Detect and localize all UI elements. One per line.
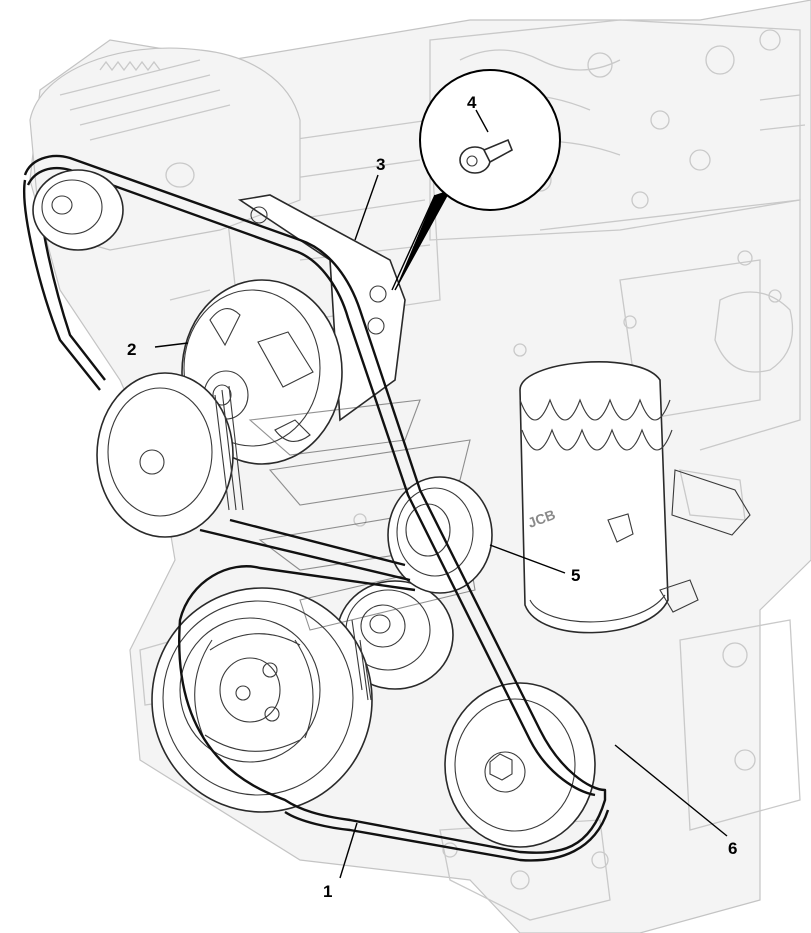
idler-pulley-top bbox=[32, 169, 124, 251]
leader-3 bbox=[354, 174, 379, 241]
leader-1 bbox=[339, 822, 358, 879]
callout-1: 1 bbox=[323, 882, 332, 901]
leader-4 bbox=[475, 109, 489, 133]
leader-6 bbox=[614, 744, 728, 837]
callout-5: 5 bbox=[571, 566, 580, 585]
tensioner-pulley bbox=[387, 476, 493, 594]
detail-inset bbox=[391, 69, 561, 291]
bolt-icon bbox=[459, 138, 514, 174]
water-pump-pulley bbox=[96, 372, 244, 538]
oil-filter bbox=[519, 361, 751, 634]
leader-2 bbox=[154, 342, 189, 348]
leader-lines bbox=[154, 109, 728, 879]
callout-6: 6 bbox=[728, 839, 737, 858]
callouts: 1 2 3 4 5 6 bbox=[127, 93, 737, 901]
callout-3: 3 bbox=[376, 155, 385, 174]
callout-4: 4 bbox=[467, 93, 477, 112]
leader-5 bbox=[489, 544, 566, 574]
callout-2: 2 bbox=[127, 340, 136, 359]
crankshaft-pulley bbox=[151, 587, 373, 813]
compressor-pulley bbox=[444, 682, 596, 848]
